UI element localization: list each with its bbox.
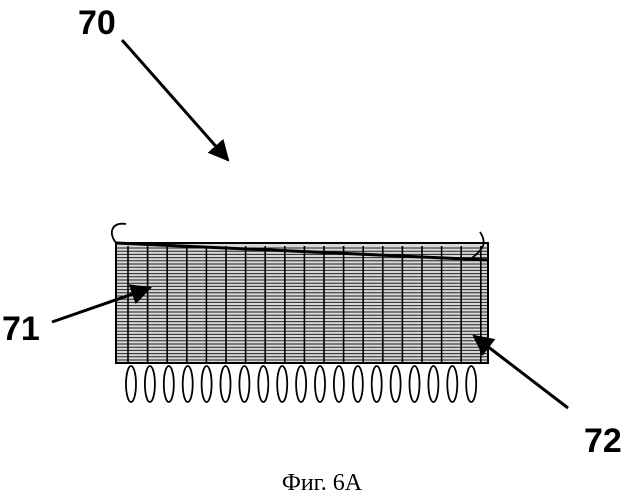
- loop: [334, 366, 344, 402]
- loop: [183, 366, 193, 402]
- loop: [277, 366, 287, 402]
- label-70: 70: [78, 4, 116, 42]
- loop-row: [126, 366, 476, 402]
- label-71: 71: [2, 310, 40, 348]
- left-thread-end: [112, 224, 126, 243]
- loop: [221, 366, 231, 402]
- loop: [145, 366, 155, 402]
- loop: [126, 366, 136, 402]
- loop: [410, 366, 420, 402]
- loop: [466, 366, 476, 402]
- loop: [372, 366, 382, 402]
- loop: [296, 366, 306, 402]
- loop: [258, 366, 268, 402]
- loop: [447, 366, 457, 402]
- mesh-panel: [112, 224, 488, 363]
- loop: [202, 366, 212, 402]
- loop: [239, 366, 249, 402]
- figure-caption: Фиг. 6A: [0, 470, 644, 497]
- arrow-70: [122, 40, 228, 160]
- loop: [353, 366, 363, 402]
- loop: [315, 366, 325, 402]
- loop: [428, 366, 438, 402]
- arrow-72: [474, 336, 568, 408]
- loop: [391, 366, 401, 402]
- loop: [164, 366, 174, 402]
- label-72: 72: [584, 422, 622, 460]
